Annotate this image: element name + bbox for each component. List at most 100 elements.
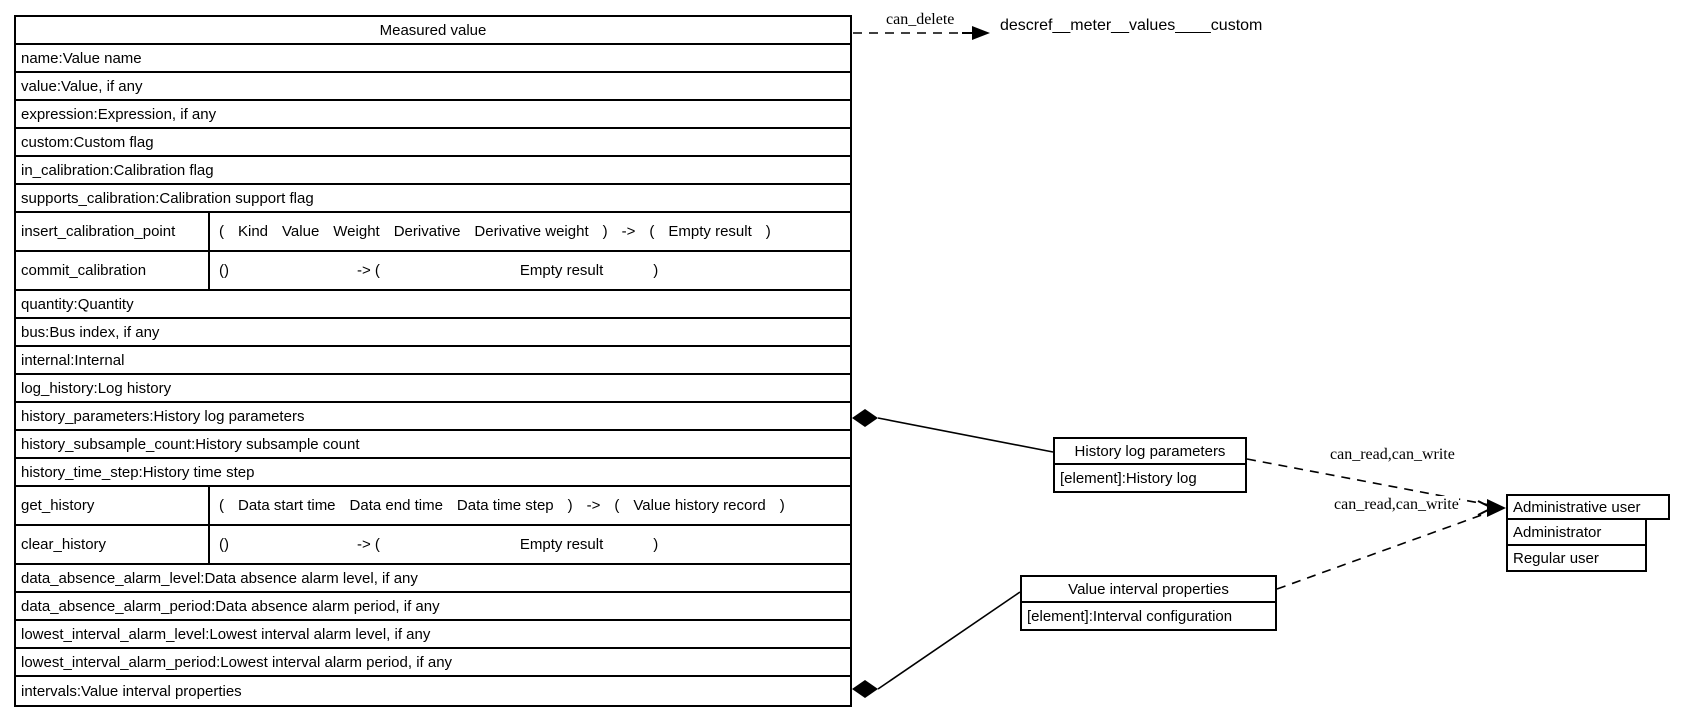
interval-box-element-row: [element]:Interval configuration (1027, 607, 1233, 625)
can-delete-arrowhead-icon (972, 26, 990, 40)
signature-token: Data end time (349, 497, 443, 514)
method-row: insert_calibration_point ( Kind Value Weight… (16, 213, 850, 252)
attribute-row: history_subsample_count:History subsampl… (16, 431, 850, 459)
attribute-row: log_history:Log history (16, 375, 850, 403)
attribute-text: data_absence_alarm_level:Data absence al… (21, 569, 418, 587)
method-signature: () -> ( Empty result) (210, 252, 850, 289)
administrative-user-row-regular-user: Regular user (1506, 544, 1647, 572)
signature-token: ) (653, 262, 659, 279)
method-signature: ( Data start time Data end time Data time s… (210, 487, 850, 524)
interval-aggregation-diamond-icon (852, 680, 878, 698)
edge-label-history-permissions: can_read,can_write (1330, 446, 1455, 464)
measured-value-class: Measured value name:Value name value:Valu… (14, 15, 852, 707)
attribute-row: history_parameters:History log parameter… (16, 403, 850, 431)
attribute-row: data_absence_alarm_period:Data absence a… (16, 593, 850, 621)
signature-token: Data start time (238, 497, 336, 514)
signature-token: ) (653, 536, 659, 553)
attribute-text: log_history:Log history (21, 379, 172, 397)
method-name: clear_history (16, 526, 210, 563)
attribute-text: history_parameters:History log parameter… (21, 407, 305, 425)
method-name: get_history (16, 487, 210, 524)
attribute-text: in_calibration:Calibration flag (21, 161, 214, 179)
attribute-row: custom:Custom flag (16, 129, 850, 157)
signature-token: Kind (238, 223, 269, 240)
attribute-row: expression:Expression, if any (16, 101, 850, 129)
signature-token: Value (282, 223, 320, 240)
signature-token: Empty result (668, 223, 752, 240)
attribute-text: quantity:Quantity (21, 295, 134, 313)
edge-label-interval-permissions: can_read,can_write (1334, 496, 1459, 514)
signature-token: ) (779, 497, 785, 514)
signature-token: Empty result (519, 262, 604, 279)
class-title: Measured value (16, 17, 850, 45)
permissions-arrowhead-icon (1487, 499, 1506, 517)
node-descref-target: descref__meter__values____custom (1000, 17, 1263, 34)
interval-box-title: Value interval properties (1022, 577, 1275, 603)
signature-token: -> ( (357, 536, 380, 553)
attribute-row: internal:Internal (16, 347, 850, 375)
signature-token: () (219, 536, 229, 553)
attribute-text: lowest_interval_alarm_level:Lowest inter… (21, 625, 431, 643)
attribute-row: quantity:Quantity (16, 291, 850, 319)
attribute-row: name:Value name (16, 45, 850, 73)
method-row: clear_history () -> ( Empty result) (16, 526, 850, 565)
attribute-text: lowest_interval_alarm_period:Lowest inte… (21, 653, 453, 671)
signature-token: Empty result (519, 536, 604, 553)
attribute-row: history_time_step:History time step (16, 459, 850, 487)
signature-token: Data time step (456, 497, 554, 514)
attribute-row: supports_calibration:Calibration support… (16, 185, 850, 213)
signature-token: -> (621, 223, 636, 240)
attribute-row: lowest_interval_alarm_period:Lowest inte… (16, 649, 850, 677)
history-aggregation-diamond-icon (852, 409, 878, 427)
interval-permissions-edge (1276, 511, 1491, 590)
attribute-text: expression:Expression, if any (21, 105, 217, 123)
permissions-arrow-chevron-icon (1477, 500, 1495, 516)
attribute-text: data_absence_alarm_period:Data absence a… (21, 597, 440, 615)
signature-token: ( (219, 497, 224, 514)
attribute-text: history_time_step:History time step (21, 463, 255, 481)
signature-token: -> ( (357, 262, 380, 279)
attribute-text: supports_calibration:Calibration support… (21, 189, 314, 207)
value-interval-properties-class: Value interval properties [element]:Inte… (1020, 575, 1277, 631)
attribute-text: value:Value, if any (21, 77, 143, 95)
attribute-text: bus:Bus index, if any (21, 323, 160, 341)
method-signature: ( Kind Value Weight Derivative Derivative wei… (210, 213, 850, 250)
signature-token: Derivative (393, 223, 461, 240)
attribute-row: in_calibration:Calibration flag (16, 157, 850, 185)
attribute-text: history_subsample_count:History subsampl… (21, 435, 360, 453)
attribute-row: data_absence_alarm_level:Data absence al… (16, 565, 850, 593)
attribute-text: internal:Internal (21, 351, 125, 369)
attribute-row: lowest_interval_alarm_level:Lowest inter… (16, 621, 850, 649)
method-row: commit_calibration () -> ( Empty result) (16, 252, 850, 291)
signature-token: ( (219, 223, 224, 240)
history-box-title: History log parameters (1055, 439, 1245, 465)
signature-token: ( (614, 497, 620, 514)
attribute-text: custom:Custom flag (21, 133, 154, 151)
history-aggregation-edge (877, 417, 1054, 453)
attribute-row: bus:Bus index, if any (16, 319, 850, 347)
signature-token: () (219, 262, 229, 279)
attribute-text: name:Value name (21, 49, 142, 67)
signature-token: -> (586, 497, 601, 514)
attribute-row: intervals:Value interval properties (16, 677, 850, 705)
signature-token: Weight (333, 223, 380, 240)
edge-label-can-delete: can_delete (886, 11, 955, 29)
history-log-parameters-class: History log parameters [element]:History… (1053, 437, 1247, 493)
method-name: commit_calibration (16, 252, 210, 289)
administrative-user-row-administrator: Administrator (1506, 518, 1647, 546)
class-rows: name:Value name value:Value, if any expres… (16, 45, 850, 705)
attribute-row: value:Value, if any (16, 73, 850, 101)
signature-token: Derivative weight (474, 223, 589, 240)
method-row: get_history ( Data start time Data end time… (16, 487, 850, 526)
signature-token: ) (765, 223, 771, 240)
signature-token: ) (567, 497, 573, 514)
signature-token: ( (649, 223, 655, 240)
signature-token: ) (602, 223, 608, 240)
method-signature: () -> ( Empty result) (210, 526, 850, 563)
signature-token: Value history record (633, 497, 766, 514)
attribute-text: intervals:Value interval properties (21, 682, 242, 700)
method-name: insert_calibration_point (16, 213, 210, 250)
history-box-element-row: [element]:History log (1060, 469, 1197, 487)
interval-aggregation-edge (877, 591, 1021, 690)
